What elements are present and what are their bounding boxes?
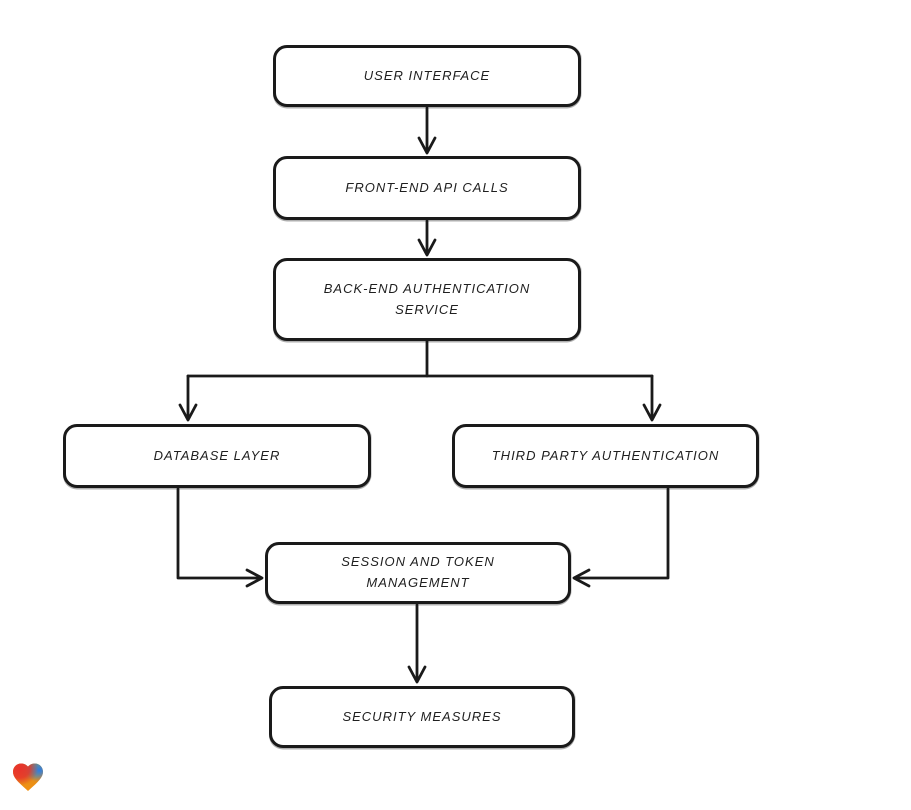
node-security-measures: SECURITY MEASURES [269,686,575,748]
edge-session-token-mgmt-to-security-measures [407,603,427,684]
node-database-layer: DATABASE LAYER [63,424,371,488]
node-front-end-api-calls: FRONT-END API CALLS [273,156,581,220]
edge-back-end-auth-service-branch [178,339,662,422]
edge-user-interface-to-front-end-api-calls [417,106,437,155]
node-back-end-auth-service: BACK-END AUTHENTICATION SERVICE [273,258,581,341]
edge-front-end-api-calls-to-back-end-auth-service [417,219,437,257]
node-third-party-auth: THIRD PARTY AUTHENTICATION [452,424,759,488]
node-back-end-auth-service-label: BACK-END AUTHENTICATION SERVICE [323,280,531,317]
edge-database-layer-to-session-token-mgmt [176,487,264,588]
node-database-layer-label: DATABASE LAYER [153,447,281,463]
edge-third-party-auth-to-session-token-mgmt [572,487,670,588]
node-security-measures-label: SECURITY MEASURES [342,708,502,724]
node-third-party-auth-label: THIRD PARTY AUTHENTICATION [491,447,720,463]
node-user-interface-label: USER INTERFACE [363,67,491,83]
gradient-heart-logo[interactable] [9,759,47,795]
node-front-end-api-calls-label: FRONT-END API CALLS [345,179,509,195]
node-session-token-mgmt: SESSION AND TOKEN MANAGEMENT [265,542,571,604]
node-session-token-mgmt-label: SESSION AND TOKEN MANAGEMENT [341,554,495,590]
node-user-interface: USER INTERFACE [273,45,581,107]
